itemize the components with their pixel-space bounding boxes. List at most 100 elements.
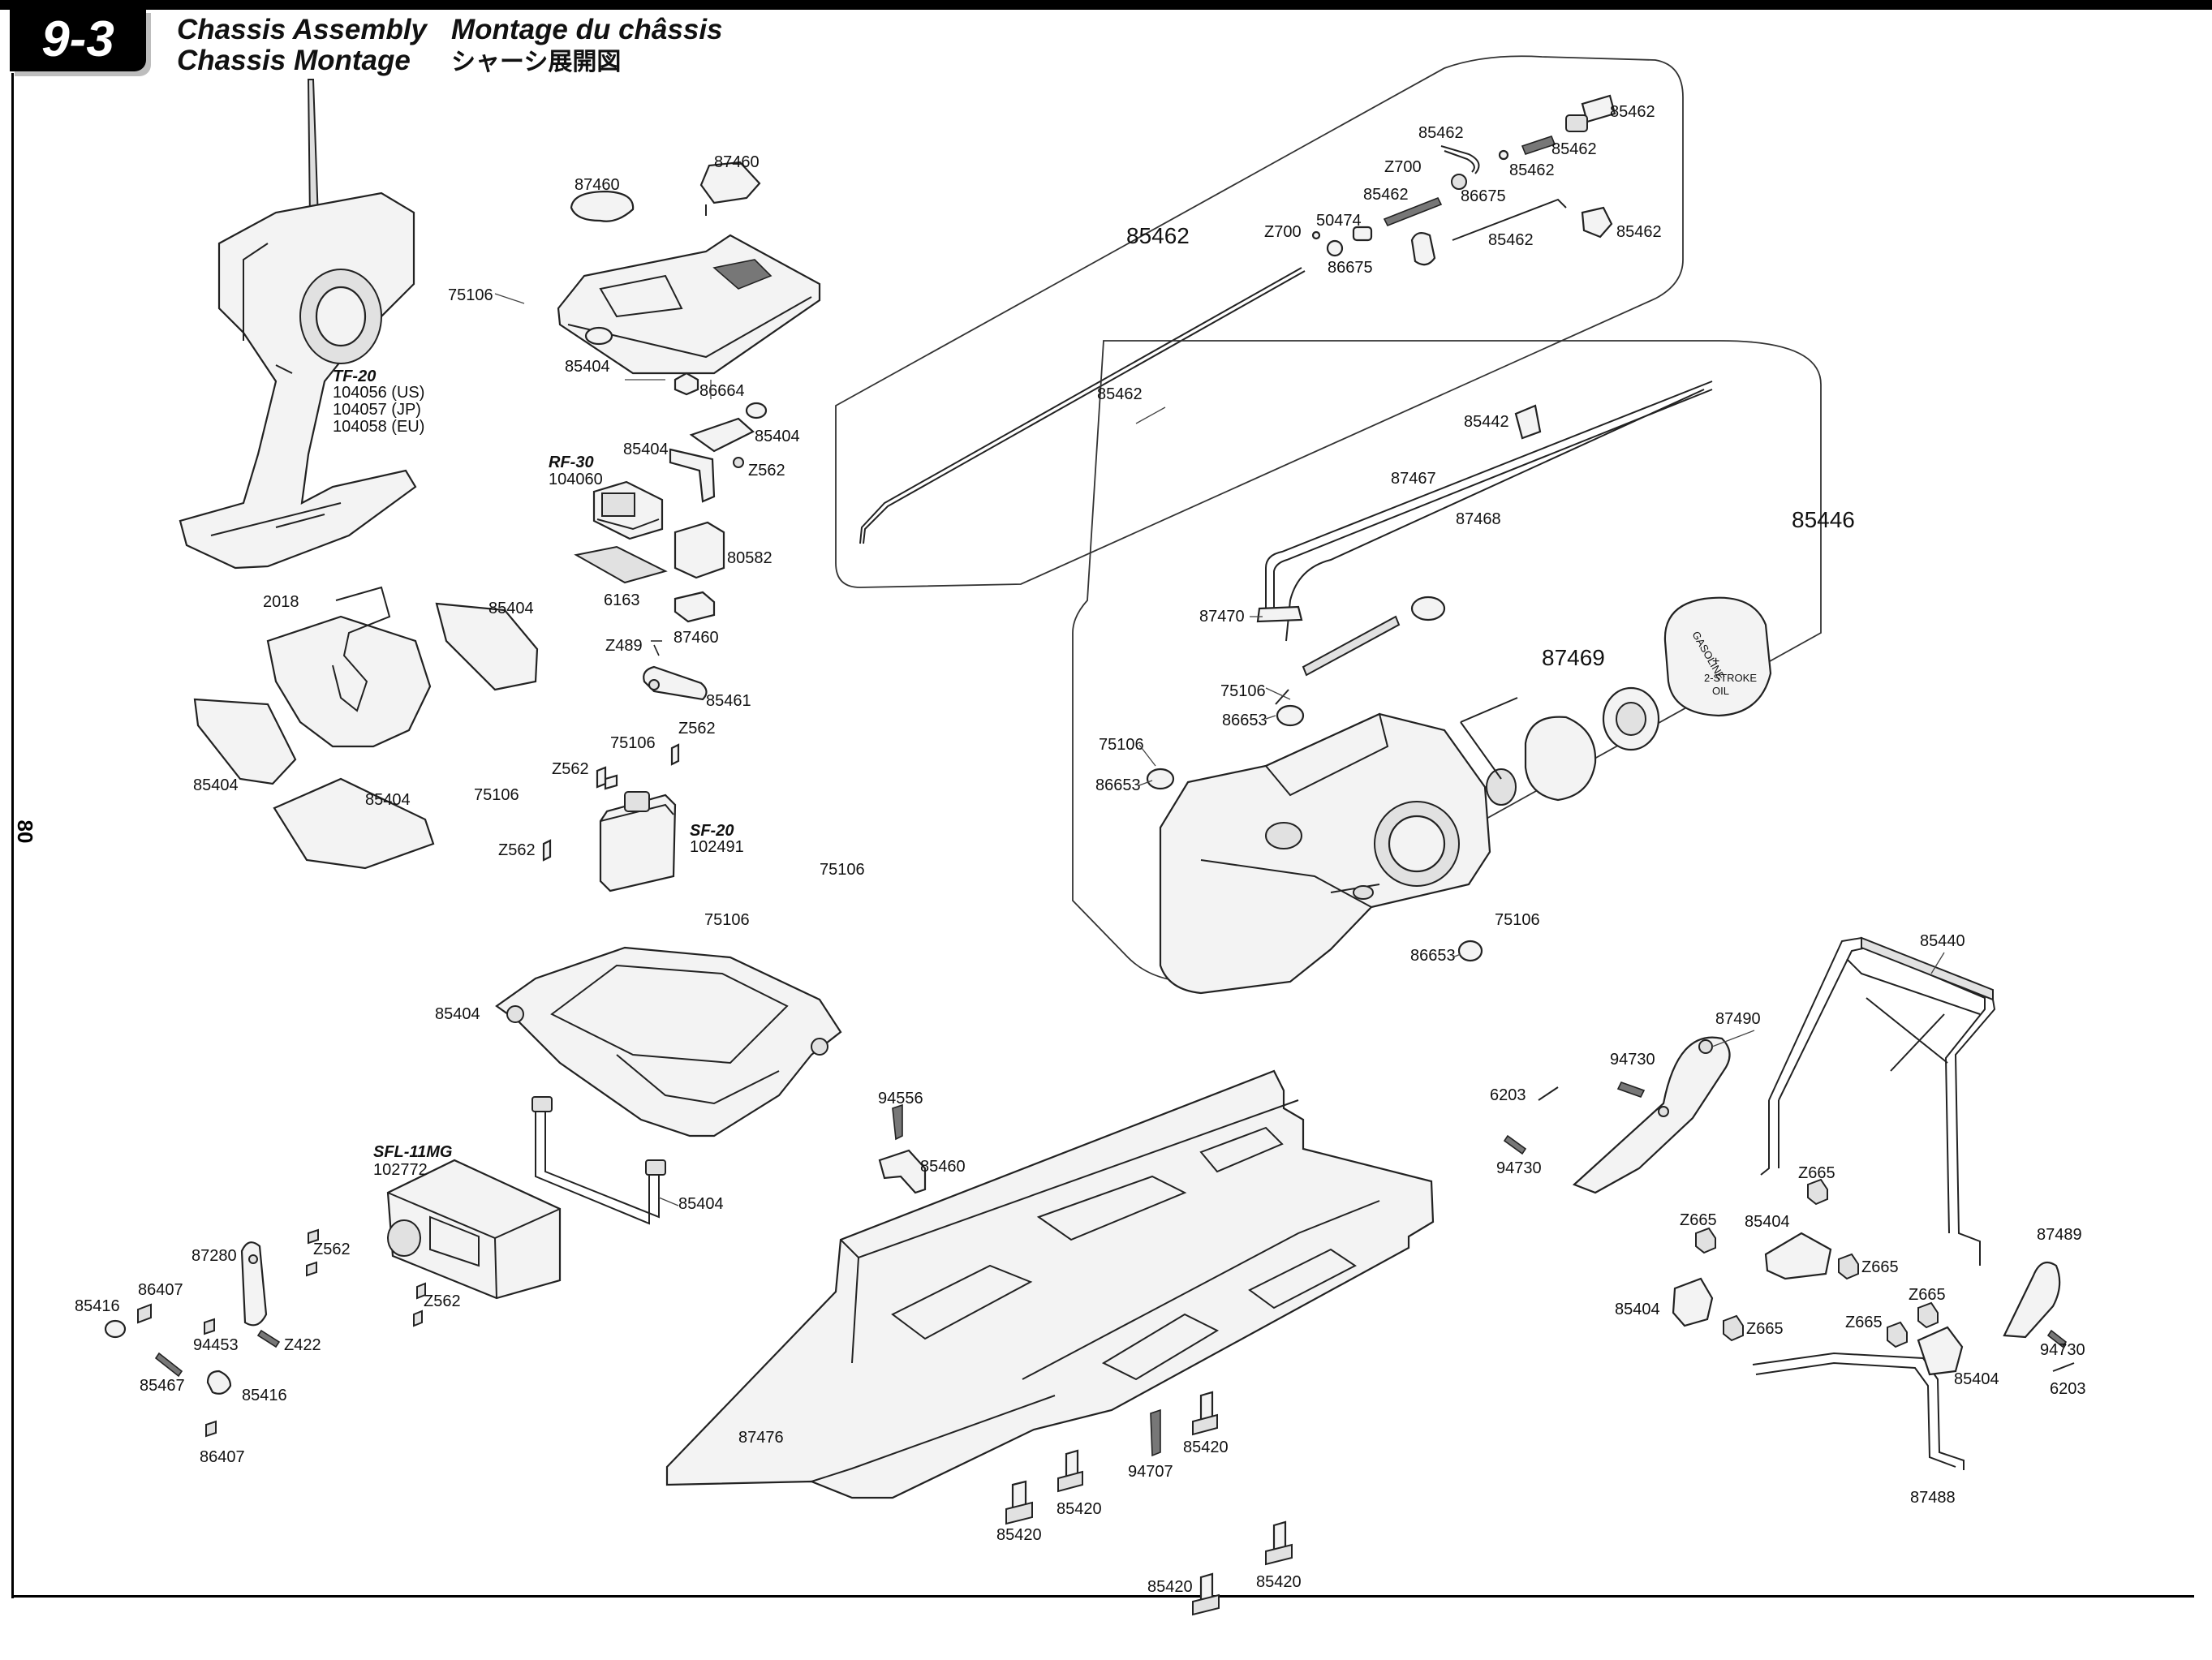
part-number-label: 87488 <box>1910 1489 1956 1507</box>
title-japanese: シャーシ展開図 <box>451 48 622 76</box>
lid-cap-right <box>699 161 761 216</box>
part-number-label: 87469 <box>1542 645 1605 670</box>
part-number-label: 87467 <box>1391 470 1436 488</box>
part-number-label: 50474 <box>1316 212 1362 230</box>
throttle-rod <box>859 267 1302 544</box>
top-border <box>0 0 2212 10</box>
bracket-87489 <box>2003 1261 2061 1339</box>
part-number-label: 94556 <box>878 1090 923 1107</box>
steering-servo <box>386 1159 562 1300</box>
part-number-label: 85462 <box>1509 161 1555 179</box>
part-number-label: 85462 <box>1488 231 1534 249</box>
fuel-grommet <box>1256 605 1303 623</box>
part-number-label: 85404 <box>1615 1301 1660 1318</box>
part-number-label: 94730 <box>2040 1341 2085 1359</box>
receiver-box-lid <box>557 234 821 375</box>
part-number-label: 87470 <box>1199 608 1245 626</box>
post-85420b <box>1057 1449 1083 1493</box>
part-number-label: 86675 <box>1461 187 1506 205</box>
part-number-label: 85462 <box>1610 103 1655 121</box>
part-number-label: 86653 <box>1410 947 1456 965</box>
part-number-label: Z422 <box>284 1336 321 1354</box>
part-number-label: 85462 <box>1418 124 1464 142</box>
bracket-87488 <box>1752 1352 1965 1470</box>
part-number-label: 87468 <box>1456 510 1501 528</box>
mount-85460 <box>878 1149 927 1194</box>
part-number-label: 86653 <box>1222 712 1267 729</box>
part-number-label: 85404 <box>435 1005 480 1023</box>
rod-end-85416 <box>104 1319 127 1339</box>
sfl-model: SFL-11MG <box>373 1143 452 1161</box>
part-number-label: 86407 <box>200 1448 245 1466</box>
part-number-label: 87460 <box>575 176 620 194</box>
post-85420c <box>1005 1480 1033 1525</box>
part-number-label: 6203 <box>2050 1380 2086 1398</box>
fuel-tank <box>1159 712 1491 995</box>
part-number-label: 85462 <box>1363 186 1409 204</box>
part-number-label: 75106 <box>610 734 656 752</box>
linkage-parts <box>1311 94 1616 266</box>
part-number-label: 85416 <box>242 1387 287 1404</box>
part-number-label: Z665 <box>1680 1211 1717 1229</box>
part-number-label: 85442 <box>1464 413 1509 431</box>
part-number-label: 87460 <box>714 153 760 171</box>
nut-86664 <box>673 372 699 396</box>
fuel-lines <box>1265 381 1713 642</box>
mount-85404-lower <box>1917 1326 1964 1376</box>
part-number-label: 85420 <box>1057 1500 1102 1518</box>
part-number-label: 85404 <box>678 1195 724 1213</box>
part-number-label: Z665 <box>1861 1258 1899 1276</box>
screw-94556 <box>892 1103 903 1141</box>
title-english: Chassis Assembly <box>177 14 428 45</box>
leader-lines <box>494 293 1945 1206</box>
servo-model: SF-20 <box>690 822 734 840</box>
part-number-label: 85420 <box>996 1526 1042 1544</box>
part-number-label: Z665 <box>1845 1314 1883 1331</box>
part-number-label: 85462 <box>1126 223 1190 248</box>
lid-cap-left <box>570 190 635 222</box>
part-number-label: 85404 <box>623 441 669 458</box>
part-number-label: Z562 <box>678 720 716 738</box>
screw-94707 <box>1150 1408 1161 1457</box>
part-number-label: 85420 <box>1183 1439 1229 1456</box>
clip-6203b <box>2052 1362 2075 1372</box>
post-85420e <box>1192 1572 1220 1616</box>
part-number-label: 2-STROKE <box>1704 672 1757 684</box>
part-number-label: 86407 <box>138 1281 183 1299</box>
rx-model: RF-30 <box>549 454 594 471</box>
servo-horn-85461 <box>643 665 708 701</box>
part-number-label: 6163 <box>604 591 640 609</box>
switch-cover <box>673 591 716 623</box>
part-number-label: 6203 <box>1490 1086 1526 1104</box>
side-cover-85404c <box>273 777 435 870</box>
part-number-label: 85404 <box>1745 1213 1790 1231</box>
line-clip <box>1514 404 1542 440</box>
part-number-label: 85416 <box>75 1297 120 1315</box>
bracket-87490 <box>1572 1036 1731 1194</box>
part-number-label: Z562 <box>498 841 536 859</box>
mount-85404-left <box>1672 1277 1714 1327</box>
part-number-label: 94453 <box>193 1336 239 1354</box>
title-german: Chassis Montage <box>177 45 411 76</box>
part-number-label: + <box>1712 655 1719 669</box>
mount-85404-right <box>1764 1232 1832 1280</box>
part-number-label: 85462 <box>1551 140 1597 158</box>
part-number-label: 85462 <box>1097 385 1143 403</box>
side-cover-85404b <box>193 698 297 785</box>
post-85420a <box>1192 1391 1218 1436</box>
receiver-tray <box>495 946 842 1137</box>
transmitter <box>179 79 417 570</box>
receiver <box>592 480 664 540</box>
part-number-label: 75106 <box>474 786 519 804</box>
part-number-label: 87490 <box>1715 1010 1761 1028</box>
part-number-label: 85440 <box>1920 932 1965 950</box>
left-border <box>11 73 14 1598</box>
tx-jp: 104057 (JP) <box>333 401 421 419</box>
part-number-label: 85404 <box>565 358 610 376</box>
part-number-label: Z562 <box>748 462 785 480</box>
linkage-box-outline <box>835 55 1684 588</box>
part-number-label: 75106 <box>1220 682 1266 700</box>
part-number-label: Z665 <box>1909 1286 1946 1304</box>
part-number-label: 94707 <box>1128 1463 1173 1481</box>
part-number-label: 85446 <box>1792 507 1855 532</box>
